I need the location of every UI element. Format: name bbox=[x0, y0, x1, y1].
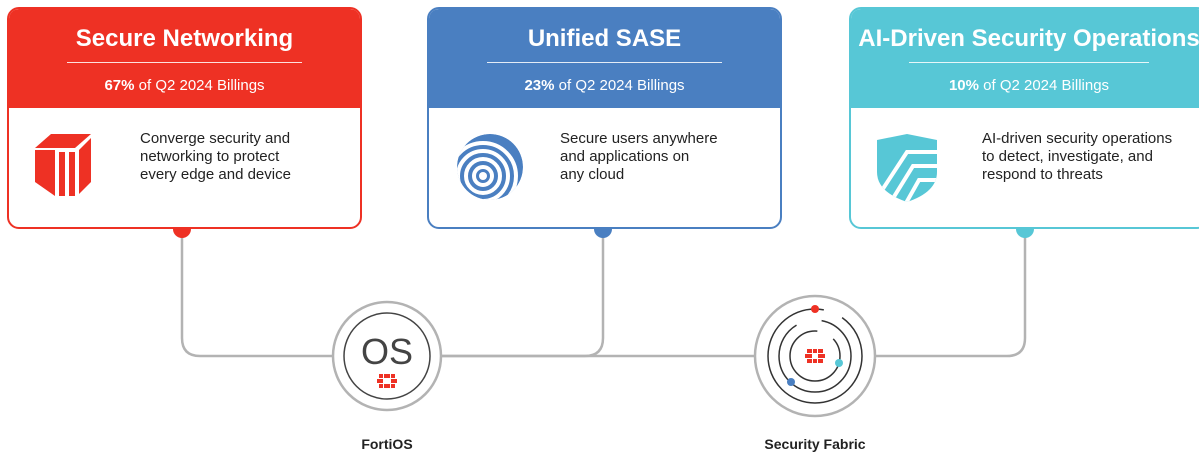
card-unified-sase: Unified SASE 23% of Q2 2024 Billings Sec… bbox=[427, 7, 782, 229]
billings-percent: 67% bbox=[104, 77, 135, 94]
description-line: AI-driven security operations bbox=[982, 130, 1173, 147]
billings-percent: 10% bbox=[948, 77, 979, 94]
title-divider bbox=[67, 62, 302, 63]
billings-text: of Q2 2024 Billings bbox=[978, 77, 1110, 94]
connector-networking bbox=[180, 229, 334, 358]
card-title: Unified SASE bbox=[527, 25, 682, 52]
billings-text: of Q2 2024 Billings bbox=[134, 77, 265, 94]
card-secure-networking: Secure Networking 67% of Q2 2024 Billing… bbox=[7, 7, 362, 229]
connector-sase bbox=[440, 229, 605, 358]
card-ai-driven-security-operations: AI-Driven Security Operations 10% of Q2 … bbox=[849, 7, 1199, 229]
hub-label-fortios: FortiOS bbox=[361, 436, 413, 452]
fortios-glyph: OS bbox=[361, 331, 413, 372]
description-line: respond to threats bbox=[982, 166, 1103, 183]
card-title: Secure Networking bbox=[75, 25, 294, 52]
billings-stat: 23% of Q2 2024 Billings bbox=[429, 77, 780, 94]
description-line: any cloud bbox=[560, 166, 625, 183]
card-header: AI-Driven Security Operations 10% of Q2 … bbox=[851, 9, 1199, 108]
fortinet-logo-icon bbox=[377, 374, 397, 388]
description-line: Secure users anywhere bbox=[560, 130, 718, 147]
card-header: Secure Networking 67% of Q2 2024 Billing… bbox=[9, 9, 360, 108]
shield-icon bbox=[877, 134, 937, 202]
billings-percent: 23% bbox=[524, 77, 555, 94]
card-description: Secure users anywhere and applications o… bbox=[560, 130, 718, 184]
fabric-center-logo bbox=[805, 349, 825, 363]
fortios-hub: OS bbox=[331, 300, 443, 412]
billings-stat: 10% of Q2 2024 Billings bbox=[851, 77, 1199, 94]
card-header: Unified SASE 23% of Q2 2024 Billings bbox=[429, 9, 780, 108]
title-divider bbox=[487, 62, 722, 63]
description-line: to detect, investigate, and bbox=[982, 148, 1153, 165]
billings-stat: 67% of Q2 2024 Billings bbox=[9, 77, 360, 94]
card-title: AI-Driven Security Operations bbox=[858, 25, 1199, 52]
orbit-rings-icon bbox=[753, 294, 877, 418]
title-divider bbox=[909, 62, 1149, 63]
description-line: every edge and device bbox=[140, 166, 291, 183]
description-line: and applications on bbox=[560, 148, 690, 165]
description-line: networking to protect bbox=[140, 148, 280, 165]
card-description: Converge security and networking to prot… bbox=[140, 130, 291, 184]
card-description: AI-driven security operations to detect,… bbox=[982, 130, 1172, 184]
signal-waves-icon bbox=[457, 134, 523, 200]
connector-secops bbox=[875, 229, 1027, 358]
stacked-boxes-icon bbox=[35, 134, 91, 196]
hub-label-security-fabric: Security Fabric bbox=[764, 436, 866, 452]
billings-text: of Q2 2024 Billings bbox=[554, 77, 685, 94]
description-line: Converge security and bbox=[140, 130, 291, 147]
